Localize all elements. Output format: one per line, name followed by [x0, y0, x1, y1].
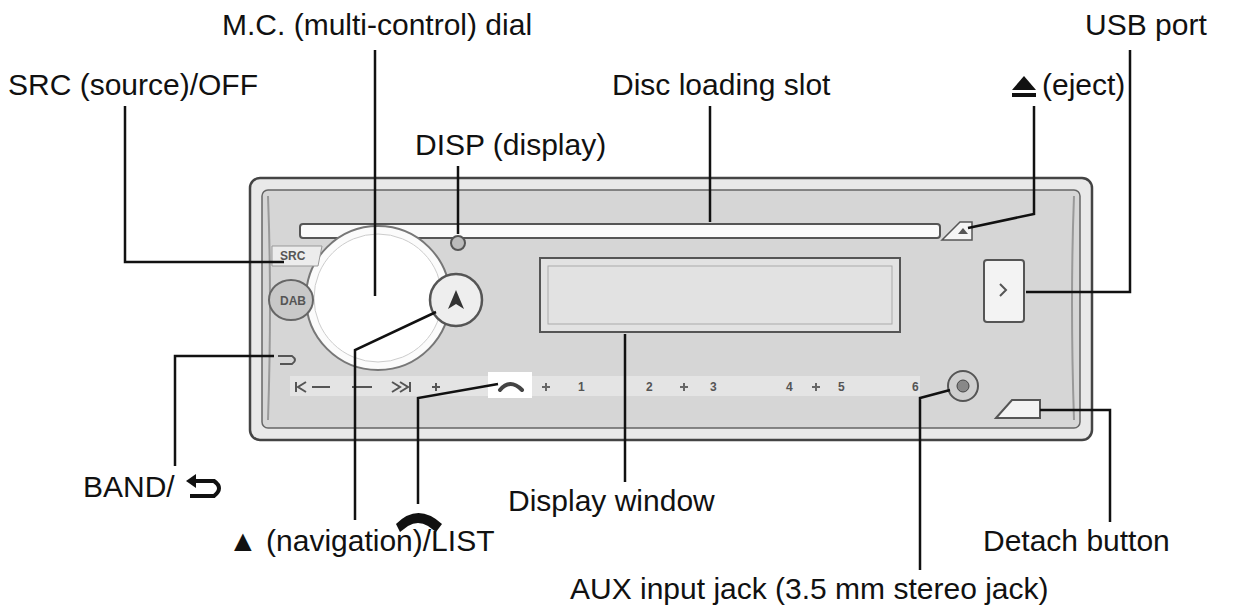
- key-number: 2: [646, 380, 653, 394]
- key-number: 5: [838, 380, 845, 394]
- callout-label: USB port: [1085, 8, 1207, 42]
- aux-jack: [948, 371, 978, 401]
- front-panel: [262, 190, 1080, 428]
- key-number: 1: [578, 380, 585, 394]
- display-window: [540, 258, 900, 332]
- key-number: 4: [786, 380, 793, 394]
- callout-label: DISP (display): [415, 128, 606, 162]
- navigation-button: [430, 274, 482, 326]
- callout-label: BAND/: [83, 470, 175, 504]
- panel-marking: SRC: [280, 249, 305, 263]
- eject-icon: [1012, 76, 1036, 90]
- callout-label: Disc loading slot: [612, 68, 830, 102]
- multi-control-dial: [306, 226, 450, 370]
- callout-label: Detach button: [983, 524, 1170, 558]
- disp-button: [451, 236, 465, 250]
- bezel: [250, 178, 1092, 440]
- callout-label: ▲ (navigation)/LIST: [228, 524, 494, 558]
- callout-label: AUX input jack (3.5 mm stereo jack): [570, 572, 1049, 606]
- eject-button: [942, 222, 972, 240]
- callout-label: Display window: [508, 484, 715, 518]
- key-number: 6: [912, 380, 919, 394]
- callout-label: M.C. (multi-control) dial: [222, 8, 532, 42]
- key-number: 3: [710, 380, 717, 394]
- detach-button: [996, 400, 1040, 418]
- leader-lines: [125, 50, 1130, 570]
- dab-button: [269, 280, 313, 320]
- usb-port: [984, 260, 1024, 322]
- panel-marking: DAB: [280, 294, 306, 308]
- callout-label: (eject): [1042, 68, 1125, 102]
- callout-label: SRC (source)/OFF: [8, 68, 258, 102]
